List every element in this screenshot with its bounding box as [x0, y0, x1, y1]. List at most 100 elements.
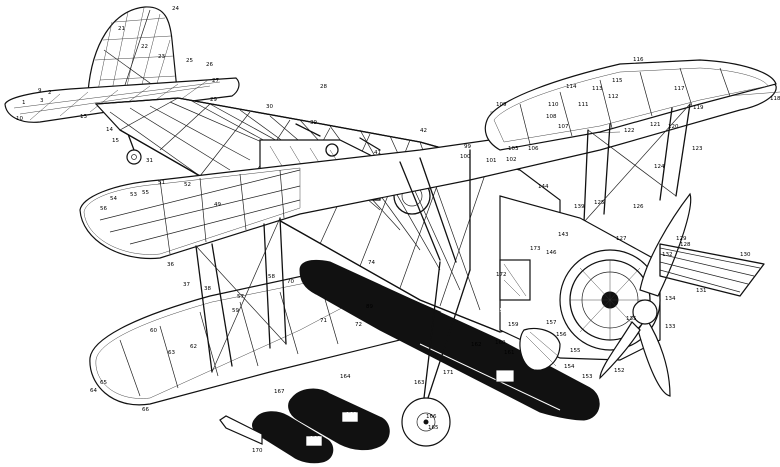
callout-171: 171 — [443, 370, 454, 376]
callout-115: 115 — [612, 78, 623, 84]
callout-26: 26 — [206, 62, 213, 68]
callout-1: 1 — [22, 100, 26, 106]
callout-31: 31 — [146, 158, 153, 164]
callout-89: 89 — [366, 304, 373, 310]
callout-122: 122 — [624, 128, 635, 134]
callout-49: 49 — [214, 202, 221, 208]
callout-164: 164 — [340, 374, 351, 380]
callout-102: 102 — [506, 157, 517, 163]
callout-10: 10 — [16, 116, 23, 122]
interplane-struts — [195, 103, 691, 373]
callout-65: 65 — [100, 380, 107, 386]
callout-100: 100 — [460, 154, 471, 160]
callout-111: 111 — [578, 102, 589, 108]
callout-54: 54 — [110, 196, 117, 202]
callout-124: 124 — [654, 164, 665, 170]
callout-101: 101 — [486, 158, 497, 164]
torpedo — [299, 259, 600, 421]
callout-106: 106 — [528, 146, 539, 152]
callout-155: 155 — [570, 348, 581, 354]
callout-167: 167 — [274, 389, 285, 395]
exhaust-stack — [659, 243, 765, 297]
callout-21: 21 — [118, 26, 125, 32]
callout-14: 14 — [106, 127, 113, 133]
callout-133: 133 — [665, 324, 676, 330]
callout-153: 153 — [582, 374, 593, 380]
callout-131: 131 — [696, 288, 707, 294]
callout-37: 37 — [183, 282, 190, 288]
callout-156: 156 — [556, 332, 567, 338]
callout-2: 2 — [48, 90, 52, 96]
callout-129: 129 — [676, 236, 687, 242]
callout-161: 161 — [504, 350, 515, 356]
callout-135: 135 — [626, 316, 637, 322]
callout-39: 39 — [310, 120, 317, 126]
callout-72: 72 — [355, 322, 362, 328]
callout-59: 59 — [232, 308, 239, 314]
callout-23: 23 — [158, 54, 165, 60]
callout-121: 121 — [650, 122, 661, 128]
callout-154: 154 — [564, 364, 575, 370]
callout-126: 126 — [633, 204, 644, 210]
callout-125: 125 — [594, 200, 605, 206]
callout-74: 74 — [368, 260, 375, 266]
callout-165: 165 — [428, 425, 439, 431]
callout-24: 24 — [172, 6, 179, 12]
callout-66: 66 — [142, 407, 149, 413]
callout-28: 28 — [320, 84, 327, 90]
callout-58: 58 — [268, 274, 275, 280]
callout-160: 160 — [495, 340, 506, 346]
callout-120: 120 — [668, 124, 679, 130]
callout-152: 152 — [614, 368, 625, 374]
tail-fin — [87, 6, 179, 107]
callout-56: 56 — [100, 206, 107, 212]
callout-107: 107 — [558, 124, 569, 130]
main-wheel — [401, 261, 471, 447]
bombs — [219, 388, 390, 464]
callout-60: 60 — [150, 328, 157, 334]
callout-25: 25 — [186, 58, 193, 64]
engine — [499, 195, 661, 361]
callout-52: 52 — [184, 182, 191, 188]
upper-wing-right-panel — [484, 59, 777, 151]
callout-51: 51 — [158, 180, 165, 186]
callout-71: 71 — [320, 318, 327, 324]
callout-130: 130 — [740, 252, 751, 258]
callout-99: 99 — [464, 144, 471, 150]
callout-157: 157 — [546, 320, 557, 326]
callout-158: 158 — [496, 308, 507, 314]
callout-108: 108 — [546, 114, 557, 120]
callout-9: 9 — [38, 88, 42, 94]
callout-170: 170 — [252, 448, 263, 454]
tailplane — [4, 77, 240, 123]
callout-103: 103 — [508, 146, 519, 152]
callout-139: 139 — [574, 204, 585, 210]
callout-117: 117 — [674, 86, 685, 92]
callout-173: 173 — [530, 246, 541, 252]
engine-underside — [519, 327, 561, 371]
callout-132: 132 — [662, 252, 673, 258]
callout-41: 41 — [374, 150, 381, 156]
callout-57: 57 — [237, 294, 244, 300]
callout-168: 168 — [346, 412, 357, 418]
callout-144: 144 — [538, 184, 549, 190]
tail-wheel — [126, 133, 142, 165]
callout-172: 172 — [496, 272, 507, 278]
callout-128: 128 — [680, 242, 691, 248]
callout-109: 109 — [496, 102, 507, 108]
callout-64: 64 — [90, 388, 97, 394]
callout-70: 70 — [287, 279, 294, 285]
callout-110: 110 — [548, 102, 559, 108]
callout-29: 29 — [210, 97, 217, 103]
callout-113: 113 — [592, 86, 603, 92]
callout-63: 63 — [168, 350, 175, 356]
callout-53: 53 — [130, 192, 137, 198]
callout-169: 169 — [310, 436, 321, 442]
callout-15: 15 — [112, 138, 119, 144]
callout-123: 123 — [692, 146, 703, 152]
callout-118: 118 — [770, 96, 780, 102]
callout-127: 127 — [616, 236, 627, 242]
callout-146: 146 — [546, 250, 557, 256]
cabane-struts — [399, 149, 471, 271]
